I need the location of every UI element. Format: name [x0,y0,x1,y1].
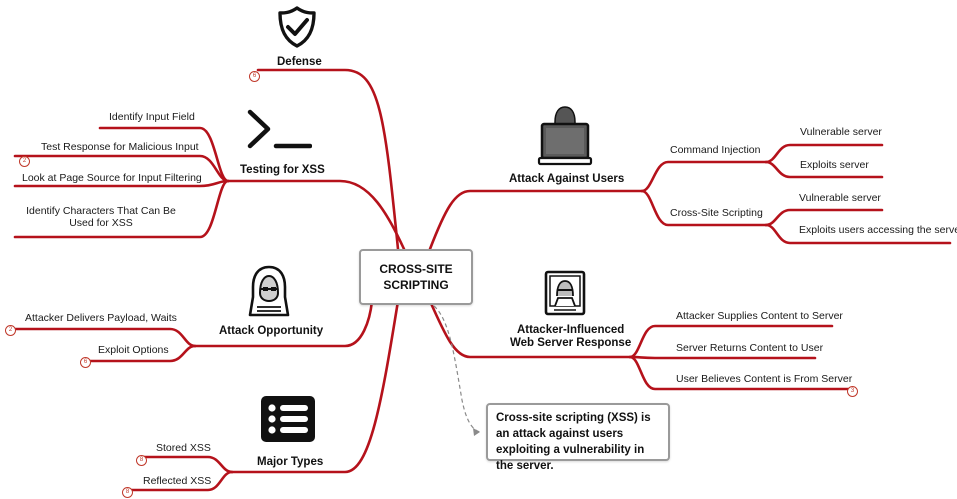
types-item-2-badge: 8 [122,487,133,498]
opportunity-item-1[interactable]: Attacker Delivers Payload, Waits [25,312,177,324]
types-item-1-badge: 8 [136,455,147,466]
server-item-1[interactable]: Attacker Supplies Content to Server [676,310,843,322]
terminal-prompt-icon [247,109,312,149]
laptop-hacker-icon [537,106,593,166]
types-item-1[interactable]: Stored XSS [156,442,211,454]
server-item-3[interactable]: User Believes Content is From Server [676,373,853,385]
testing-item-1[interactable]: Identify Input Field [109,111,195,123]
opportunity-label[interactable]: Attack Opportunity [219,325,324,337]
hacker-monitor-icon [544,270,586,316]
opportunity-item-2-badge: 6 [80,357,91,368]
testing-branch-line [226,179,406,251]
users-branch-line [428,189,644,251]
users-group-1-item-1[interactable]: Vulnerable server [800,126,882,138]
central-topic-line2: SCRIPTING [383,278,449,292]
testing-item-2[interactable]: Test Response for Malicious Input [41,141,199,153]
defense-label[interactable]: Defense [277,56,322,68]
testing-item-4[interactable]: Identify Characters That Can Be Used for… [26,205,176,230]
testing-item-2-badge: 2 [19,156,30,167]
list-icon [261,396,315,442]
users-group-2-label[interactable]: Cross-Site Scripting [670,207,763,219]
central-topic-line1: CROSS-SITE [379,261,453,276]
server-label-line2: Web Server Response [510,337,632,350]
users-group-2-item-1[interactable]: Vulnerable server [799,192,881,204]
types-branch-line [230,299,400,474]
hooded-hacker-icon [248,265,290,317]
shield-check-icon [278,6,316,48]
defense-branch-line [256,68,400,251]
opportunity-item-2[interactable]: Exploit Options [98,344,169,356]
users-label[interactable]: Attack Against Users [509,173,625,185]
opportunity-item-1-badge: 2 [5,325,16,336]
server-item-3-badge: 3 [847,386,858,397]
users-group-2-item-2[interactable]: Exploits users accessing the server [799,224,957,236]
opportunity-branch-line [193,299,374,348]
central-topic[interactable]: CROSS-SITE SCRIPTING [359,249,473,305]
testing-item-3[interactable]: Look at Page Source for Input Filtering [22,172,202,184]
server-item-2[interactable]: Server Returns Content to User [676,342,824,354]
defense-badge: 6 [249,71,260,82]
definition-note[interactable]: Cross-site scripting (XSS) is an attack … [486,403,670,472]
testing-label[interactable]: Testing for XSS [240,164,325,176]
types-label[interactable]: Major Types [257,456,324,468]
users-group-1-label[interactable]: Command Injection [670,144,761,156]
types-item-2[interactable]: Reflected XSS [143,475,212,487]
note-connector [433,305,481,433]
server-label-line1: Attacker-Influenced [516,324,625,336]
users-group-1-item-2[interactable]: Exploits server [800,159,869,171]
server-label[interactable]: Attacker-Influenced Web Server Response [510,324,631,350]
